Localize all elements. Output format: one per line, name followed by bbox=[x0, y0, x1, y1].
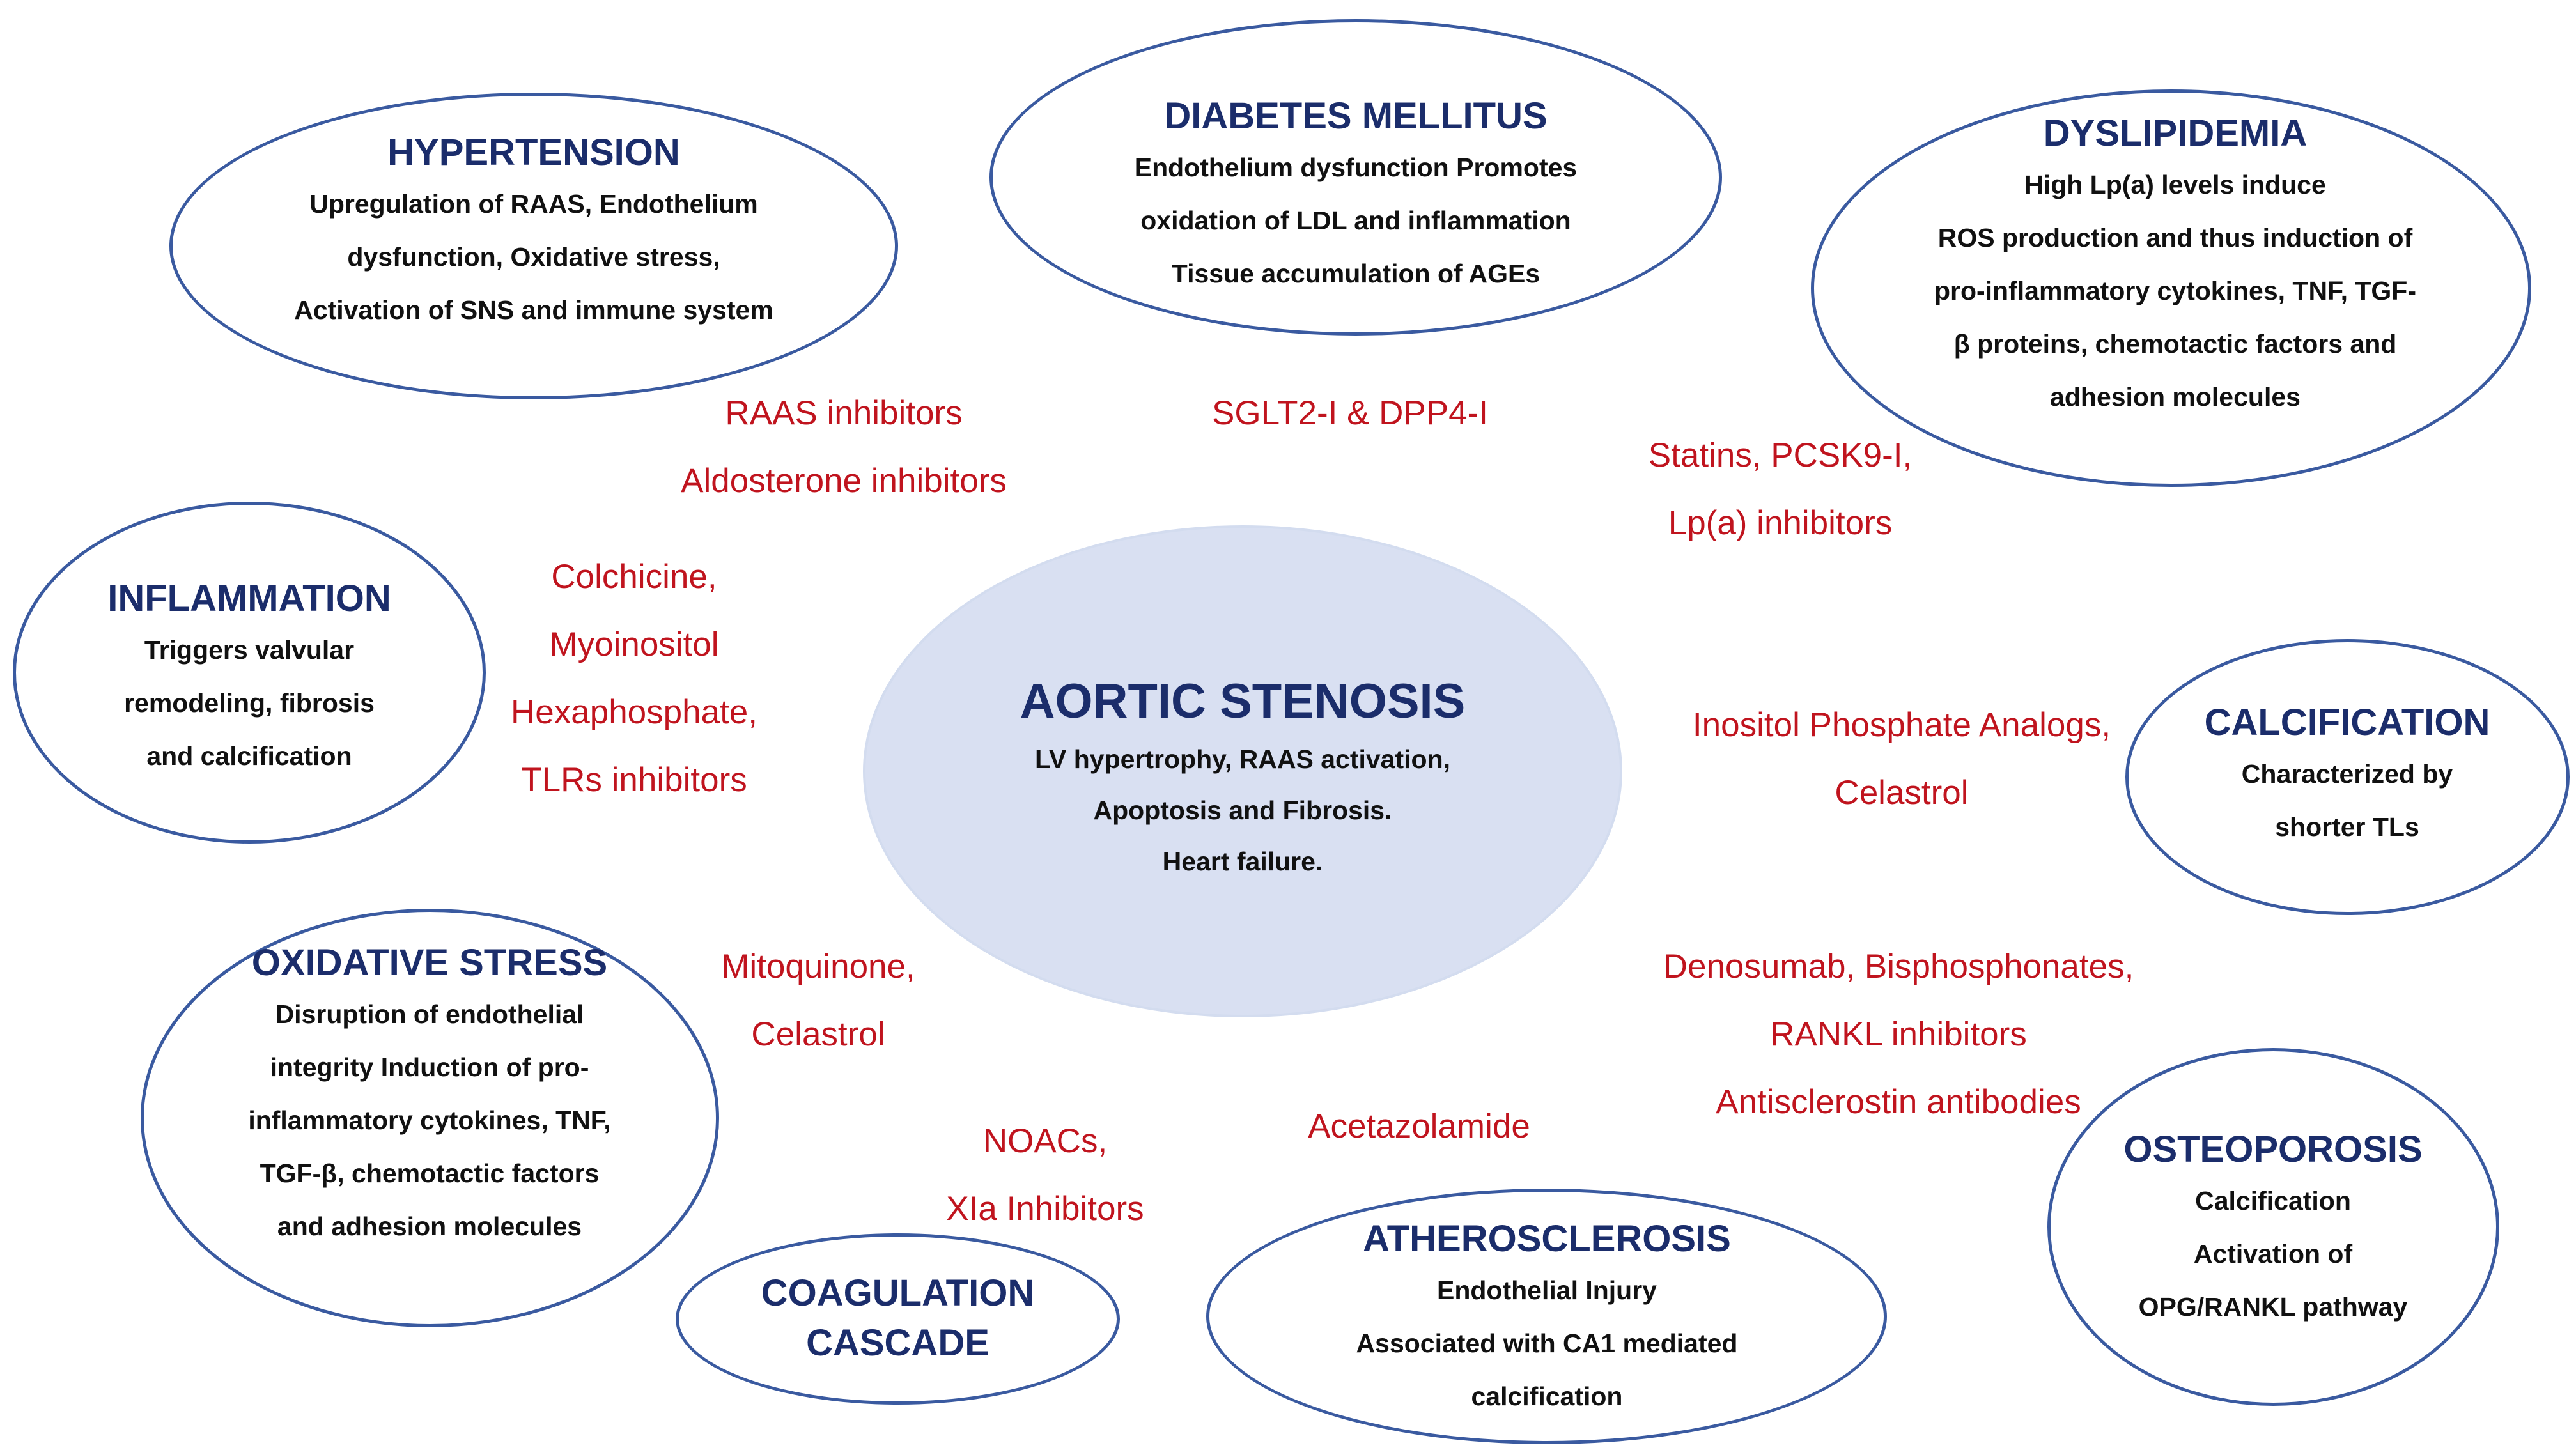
calcification-line: Characterized by bbox=[2241, 759, 2453, 789]
hypertension-line: Activation of SNS and immune system bbox=[294, 295, 773, 325]
atherosclerosis-oval bbox=[1206, 1189, 1887, 1444]
therapy-item: Celastrol bbox=[751, 1015, 885, 1053]
aortic-stenosis-oval bbox=[863, 525, 1622, 1017]
oxidative-stress-line: integrity Induction of pro- bbox=[270, 1053, 589, 1082]
oxidative-stress-title: OXIDATIVE STRESS bbox=[251, 942, 608, 983]
oxidative-stress-line: TGF-β, chemotactic factors bbox=[260, 1159, 600, 1188]
inflammation-text: INFLAMMATION Triggers valvular remodelin… bbox=[26, 574, 473, 783]
therapy-item: SGLT2-I & DPP4-I bbox=[1212, 394, 1488, 432]
calcification-oval bbox=[2125, 639, 2570, 915]
hypertension-title: HYPERTENSION bbox=[387, 132, 680, 173]
aortic-stenosis-line: LV hypertrophy, RAAS activation, bbox=[1034, 744, 1450, 774]
dyslipidemia-line: pro-inflammatory cytokines, TNF, TGF- bbox=[1934, 276, 2417, 305]
aortic-stenosis-line: Apoptosis and Fibrosis. bbox=[1093, 796, 1392, 825]
dyslipidemia-therapies: Statins, PCSK9-I, Lp(a) inhibitors bbox=[1601, 422, 1959, 557]
oxidative-stress-text: OXIDATIVE STRESS Disruption of endotheli… bbox=[174, 938, 685, 1253]
osteoporosis-therapies: Denosumab, Bisphosphonates, RANKL inhibi… bbox=[1643, 933, 2154, 1136]
osteoporosis-line: OPG/RANKL pathway bbox=[2138, 1292, 2408, 1322]
atherosclerosis-therapies: Acetazolamide bbox=[1282, 1093, 1556, 1161]
oxidative-stress-line: inflammatory cytokines, TNF, bbox=[248, 1106, 611, 1135]
aortic-stenosis-text: AORTIC STENOSIS LV hypertrophy, RAAS act… bbox=[923, 670, 1562, 887]
osteoporosis-line: Calcification bbox=[2195, 1186, 2351, 1215]
therapy-item: Colchicine, bbox=[551, 558, 717, 596]
osteoporosis-text: OSTEOPOROSIS Calcification Activation of… bbox=[2062, 1125, 2484, 1334]
diabetes-oval bbox=[989, 19, 1722, 336]
atherosclerosis-line: Endothelial Injury bbox=[1437, 1276, 1657, 1305]
oxidative-stress-line: Disruption of endothelial bbox=[275, 999, 584, 1029]
coagulation-therapies: NOACs, XIa Inhibitors bbox=[908, 1107, 1183, 1243]
therapy-item: Denosumab, Bisphosphonates, bbox=[1663, 948, 2134, 985]
therapy-item: Statins, PCSK9-I, bbox=[1648, 436, 1913, 474]
dyslipidemia-line: ROS production and thus induction of bbox=[1937, 223, 2413, 252]
hypertension-oval bbox=[169, 93, 898, 399]
atherosclerosis-text: ATHEROSCLEROSIS Endothelial Injury Assoc… bbox=[1227, 1214, 1866, 1423]
therapy-item: Acetazolamide bbox=[1308, 1107, 1530, 1145]
inflammation-line: and calcification bbox=[146, 741, 352, 771]
osteoporosis-oval bbox=[2047, 1048, 2499, 1406]
dyslipidemia-title: DYSLIPIDEMIA bbox=[2043, 112, 2308, 154]
diabetes-text: DIABETES MELLITUS Endothelium dysfunctio… bbox=[1036, 91, 1675, 300]
inflammation-therapies: Colchicine, Myoinositol Hexaphosphate, T… bbox=[474, 543, 794, 814]
oxidative-stress-oval bbox=[141, 909, 719, 1327]
dyslipidemia-line: β proteins, chemotactic factors and bbox=[1953, 329, 2397, 359]
oxidative-stress-line: and adhesion molecules bbox=[277, 1212, 582, 1241]
inflammation-oval bbox=[13, 502, 486, 844]
osteoporosis-line: Activation of bbox=[2193, 1239, 2353, 1269]
dyslipidemia-line: adhesion molecules bbox=[2050, 382, 2301, 412]
calcification-line: shorter TLs bbox=[2275, 812, 2419, 842]
diabetes-title: DIABETES MELLITUS bbox=[1164, 95, 1548, 137]
calcification-therapies: Inositol Phosphate Analogs, Celastrol bbox=[1662, 691, 2141, 827]
aortic-stenosis-title: AORTIC STENOSIS bbox=[1020, 674, 1466, 729]
inflammation-line: remodeling, fibrosis bbox=[124, 688, 375, 718]
dyslipidemia-oval bbox=[1811, 89, 2531, 487]
therapy-item: Hexaphosphate, bbox=[510, 693, 757, 731]
coagulation-cascade-oval bbox=[676, 1233, 1120, 1405]
therapy-item: TLRs inhibitors bbox=[521, 761, 747, 799]
inflammation-title: INFLAMMATION bbox=[107, 578, 391, 619]
hypertension-line: dysfunction, Oxidative stress, bbox=[347, 242, 720, 272]
therapy-item: Myoinositol bbox=[549, 626, 719, 663]
atherosclerosis-line: Associated with CA1 mediated bbox=[1356, 1329, 1738, 1358]
therapy-item: RANKL inhibitors bbox=[1770, 1015, 2027, 1053]
therapy-item: Lp(a) inhibitors bbox=[1668, 504, 1893, 542]
atherosclerosis-title: ATHEROSCLEROSIS bbox=[1363, 1218, 1731, 1260]
coagulation-cascade-title: CASCADE bbox=[806, 1322, 989, 1364]
dyslipidemia-line: High Lp(a) levels induce bbox=[2024, 170, 2326, 199]
therapy-item: RAAS inhibitors bbox=[725, 394, 963, 432]
diabetes-line: oxidation of LDL and inflammation bbox=[1140, 206, 1571, 235]
coagulation-cascade-text: COAGULATION CASCADE bbox=[688, 1269, 1107, 1368]
inflammation-line: Triggers valvular bbox=[144, 635, 355, 665]
coagulation-cascade-title: COAGULATION bbox=[761, 1272, 1035, 1314]
therapy-item: Celastrol bbox=[1835, 774, 1969, 812]
therapy-item: Antisclerostin antibodies bbox=[1716, 1083, 2081, 1121]
diabetes-line: Tissue accumulation of AGEs bbox=[1171, 259, 1540, 288]
aortic-stenosis-line: Heart failure. bbox=[1162, 847, 1323, 876]
hypertension-therapies: RAAS inhibitors Aldosterone inhibitors bbox=[652, 380, 1036, 515]
therapy-item: Aldosterone inhibitors bbox=[681, 462, 1007, 500]
calcification-title: CALCIFICATION bbox=[2204, 702, 2490, 743]
oxidative-stress-therapies: Mitoquinone, Celastrol bbox=[690, 933, 946, 1068]
therapy-item: XIa Inhibitors bbox=[946, 1190, 1144, 1228]
hypertension-line: Upregulation of RAAS, Endothelium bbox=[309, 189, 758, 219]
calcification-text: CALCIFICATION Characterized by shorter T… bbox=[2136, 698, 2558, 854]
therapy-item: NOACs, bbox=[982, 1122, 1108, 1160]
therapy-item: Inositol Phosphate Analogs, bbox=[1692, 706, 2111, 744]
osteoporosis-title: OSTEOPOROSIS bbox=[2123, 1129, 2423, 1170]
hypertension-text: HYPERTENSION Upregulation of RAAS, Endot… bbox=[214, 128, 853, 337]
diabetes-line: Endothelium dysfunction Promotes bbox=[1134, 153, 1578, 182]
diabetes-therapies: SGLT2-I & DPP4-I bbox=[1145, 380, 1555, 447]
atherosclerosis-line: calcification bbox=[1471, 1382, 1623, 1411]
dyslipidemia-text: DYSLIPIDEMIA High Lp(a) levels induce RO… bbox=[1856, 109, 2495, 424]
therapy-item: Mitoquinone, bbox=[721, 948, 915, 985]
